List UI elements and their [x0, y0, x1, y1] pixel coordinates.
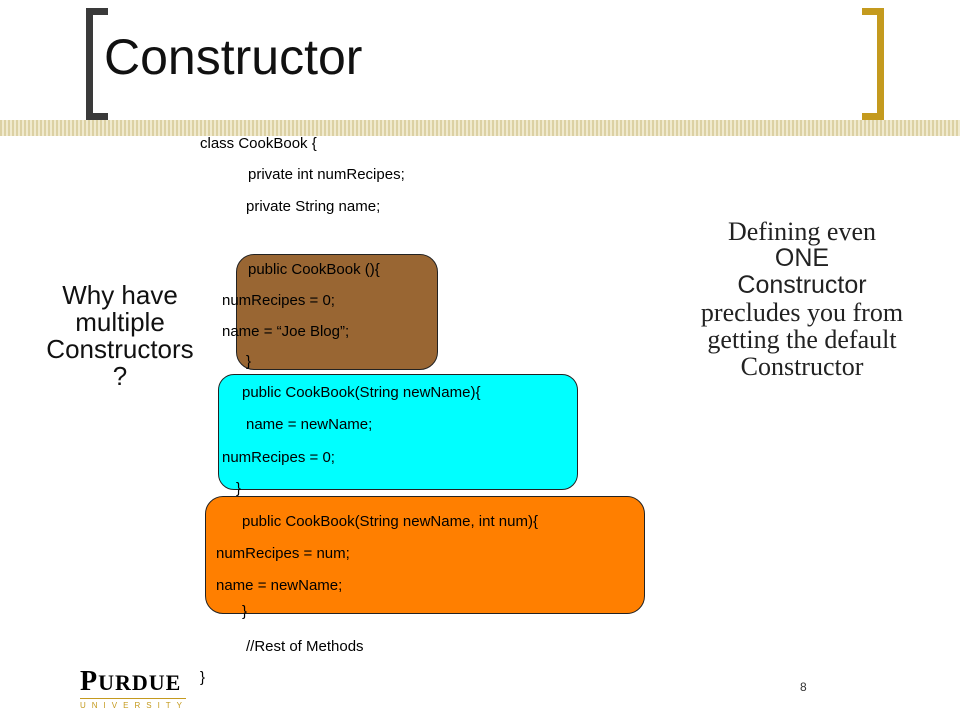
code-line: numRecipes = 0;: [222, 449, 335, 466]
default-constructor-box: [236, 254, 438, 370]
code-line: private int numRecipes;: [248, 166, 405, 183]
code-line: name = “Joe Blog”;: [222, 323, 350, 340]
purdue-logo: PURDUE UNIVERSITY: [80, 668, 188, 710]
code-line: public CookBook (){: [248, 261, 380, 278]
code-line: }: [200, 669, 206, 686]
code-line: //Rest of Methods: [246, 638, 364, 655]
name-num-constructor-box: [205, 496, 645, 614]
note-line: Constructor: [737, 271, 867, 299]
name-constructor-box: [218, 374, 578, 490]
logo-wordmark: PURDUE: [80, 666, 182, 697]
note-line: precludes you from getting the default C…: [700, 298, 904, 381]
code-line: public CookBook(String newName, int num)…: [242, 513, 538, 530]
note-line: Defining even: [727, 217, 876, 246]
logo-rule: [80, 698, 186, 699]
code-line: class CookBook {: [200, 135, 317, 152]
code-line: }: [242, 603, 248, 620]
code-line: name = newName;: [246, 416, 373, 433]
code-line: private String name;: [246, 198, 381, 215]
note-line: ?: [112, 361, 128, 391]
note-line: Why have: [62, 280, 178, 310]
code-line: numRecipes = num;: [216, 545, 350, 562]
note-line: ONE: [774, 244, 830, 272]
slide-title: Constructor: [104, 29, 363, 85]
default-constructor-note: Defining even ONE Constructor precludes …: [672, 218, 932, 380]
why-multiple-constructors-note: Why have multiple Constructors ?: [10, 282, 230, 390]
code-line: name = newName;: [216, 577, 343, 594]
code-line: }: [246, 353, 252, 370]
page-number: 8: [800, 680, 807, 694]
logo-subtitle: UNIVERSITY: [80, 701, 189, 710]
note-line: Constructors: [46, 334, 194, 364]
code-line: }: [236, 480, 242, 497]
code-line: public CookBook(String newName){: [242, 384, 481, 401]
title-bracket-left: [86, 8, 108, 120]
title-bracket-right: [862, 8, 884, 120]
code-line: numRecipes = 0;: [222, 292, 335, 309]
note-line: multiple: [75, 307, 165, 337]
title-underline-bar: [0, 120, 960, 136]
